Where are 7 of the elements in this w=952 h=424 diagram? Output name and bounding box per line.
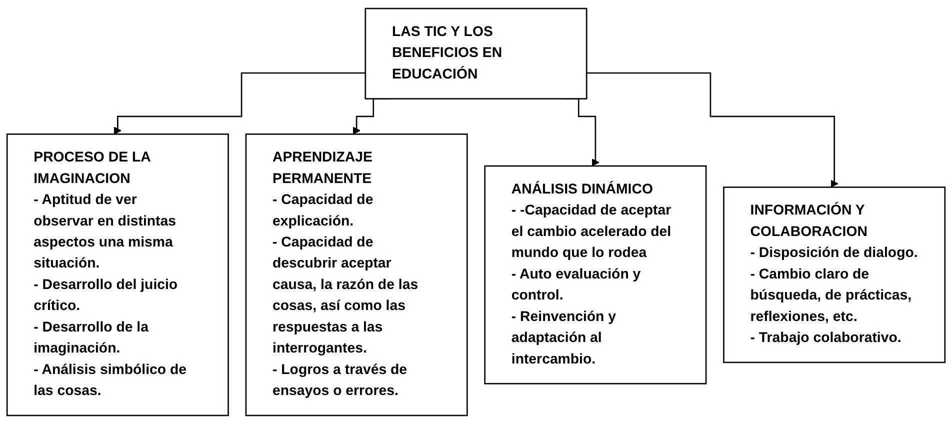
arrow bbox=[114, 72, 366, 134]
arrow bbox=[586, 72, 838, 188]
node-box: APRENDIZAJE PERMANENTE - Capacidad de explicación. - Capacidad de descubrir aceptar causa, la razón de las cosas, así como las respuestas a las interrogantes. - Logros a través de ensayos o errores. bbox=[245, 133, 468, 416]
node-box: LAS TIC Y LOS BENEFICIOS EN EDUCACIÓN bbox=[364, 8, 588, 100]
node-box: ANÁLISIS DINÁMICO - -Capacidad de aceptar el cambio acelerado del mundo que lo rodea - Auto evaluación y control. - Reinvención y adaptación al intercambio. bbox=[484, 165, 707, 384]
node-box: PROCESO DE LA IMAGINACION - Aptitud de ver observar en distintas aspectos una misma situación. - Desarrollo del juicio crítico. - Desarrollo de la imaginación. - Análisis simbólico de las cosas. bbox=[6, 133, 229, 416]
node-box: INFORMACIÓN Y COLABORACION - Disposición de dialogo. - Cambio claro de búsqueda, de prácticas, reflexiones, etc. - Trabajo colaborativo. bbox=[723, 186, 946, 364]
